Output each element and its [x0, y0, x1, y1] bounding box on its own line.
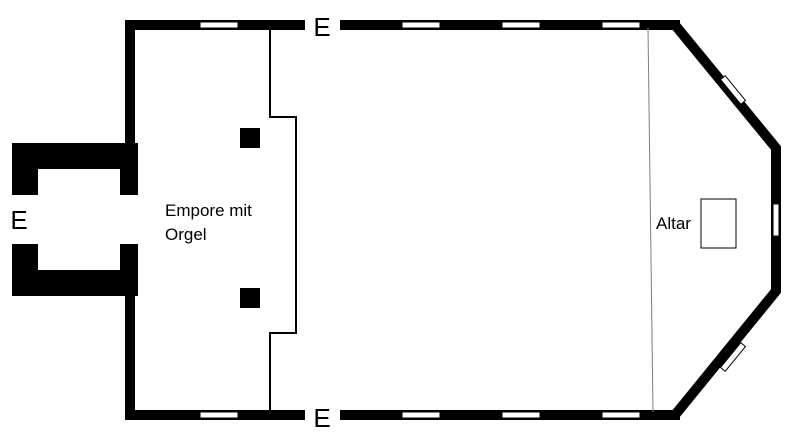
window-bottom-4 [601, 411, 641, 419]
window-top-3 [501, 21, 541, 29]
window-top-2 [401, 21, 441, 29]
window-top-1 [199, 21, 239, 29]
entrance-top-label: E [313, 12, 330, 42]
gallery-pillar-lower [240, 288, 260, 308]
window-bottom-1 [199, 411, 239, 419]
gallery-boundary [269, 28, 297, 412]
window-bottom-2 [401, 411, 441, 419]
west-porch [12, 143, 138, 296]
wall-left-lower [125, 293, 135, 420]
entrance-bottom-label: E [313, 403, 330, 433]
gallery-label-line2: Orgel [165, 225, 207, 244]
gallery-label-line1: Empore mit [165, 201, 252, 220]
entrance-left-label: E [10, 205, 27, 235]
gallery-pillar-upper [240, 128, 260, 148]
window-apse-upper [719, 75, 747, 105]
porch-bottom-right-leg [120, 244, 138, 296]
window-apse-right [772, 203, 780, 237]
window-apse-lower [719, 342, 747, 372]
altar-table [700, 198, 737, 249]
chancel-line [647, 27, 654, 413]
windows [199, 21, 780, 419]
outer-walls [125, 20, 680, 420]
porch-top-right-leg [120, 143, 138, 195]
porch-top-left-leg [12, 143, 38, 195]
window-bottom-3 [501, 411, 541, 419]
porch-bottom-left-leg [12, 244, 38, 296]
altar-label: Altar [656, 214, 691, 233]
wall-left-upper [125, 20, 135, 145]
window-top-4 [601, 21, 641, 29]
